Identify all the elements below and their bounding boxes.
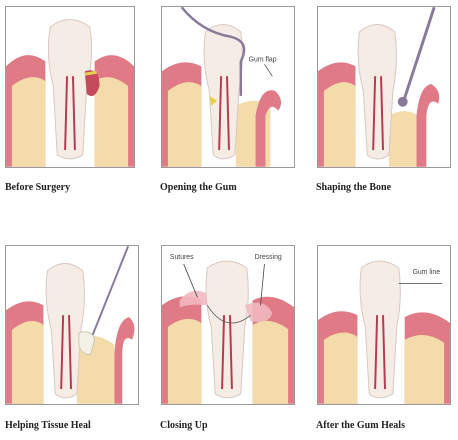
annotation-dressing: Dressing <box>255 254 282 261</box>
caption-opening-the-gum: Opening the Gum <box>160 182 237 193</box>
caption-before-surgery: Before Surgery <box>5 182 71 193</box>
caption-after-the-gum-heals: After the Gum Heals <box>316 420 405 431</box>
panel-opening-the-gum: Gum flap <box>161 6 295 168</box>
annotation-gum-line: Gum line <box>413 269 441 276</box>
panel-before-surgery <box>5 6 135 168</box>
illustration-before-surgery <box>6 19 134 167</box>
illustration-closing-up: Sutures Dressing <box>162 254 294 404</box>
caption-shaping-the-bone: Shaping the Bone <box>316 182 392 193</box>
panel-shaping-the-bone <box>317 6 451 168</box>
illustration-shaping-the-bone <box>318 7 440 167</box>
illustration-opening-the-gum: Gum flap <box>162 7 282 167</box>
annotation-sutures: Sutures <box>170 254 194 261</box>
panel-closing-up: Sutures Dressing <box>161 245 295 405</box>
panel-helping-tissue-heal <box>5 245 139 405</box>
panel-after-the-gum-heals: Gum line <box>317 245 451 405</box>
caption-helping-tissue-heal: Helping Tissue Heal <box>5 420 91 431</box>
annotation-gum-flap: Gum flap <box>249 56 277 63</box>
illustration-after-the-gum-heals: Gum line <box>318 260 450 404</box>
illustration-helping-tissue-heal <box>6 246 135 404</box>
caption-closing-up: Closing Up <box>160 420 208 431</box>
